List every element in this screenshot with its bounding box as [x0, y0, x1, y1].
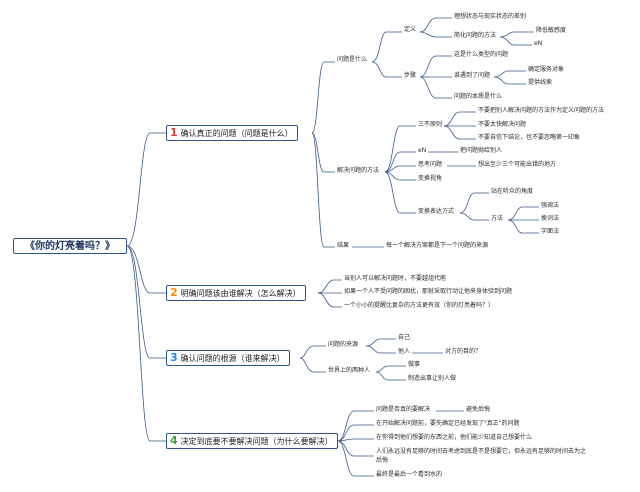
node-1-1-1-2-2[interactable]: eN: [534, 40, 543, 47]
node-2-3[interactable]: 一个小小的提醒比复杂的方法更有效（你的灯亮着吗？）: [344, 302, 495, 309]
node-3-1-2-1[interactable]: 对方的目的？: [445, 348, 482, 355]
node-1-2[interactable]: 解决问题的方法: [337, 167, 380, 174]
branch-3-number: 3: [170, 351, 178, 364]
branch-4-number: 4: [170, 434, 178, 447]
node-1-2-5-2-1[interactable]: 强调法: [541, 202, 560, 209]
node-1-1-2-3[interactable]: 问题的本质是什么: [454, 93, 503, 100]
branch-2-number: 2: [170, 286, 178, 299]
node-1-2-5-2[interactable]: 方法: [491, 215, 504, 222]
node-1-2-1-2[interactable]: 不要太快解决问题: [478, 121, 527, 128]
node-1-2-5[interactable]: 变换表达方式: [418, 208, 455, 215]
branch-1-label: 确认真正的问题（问题是什么）: [180, 129, 293, 138]
node-1-2-1[interactable]: 三不原则: [418, 121, 443, 128]
node-1-1[interactable]: 问题是什么: [337, 56, 368, 63]
node-1-3-1[interactable]: 每一个解决方案都是下一个问题的来源: [386, 242, 489, 249]
node-1-2-3[interactable]: 思考问题: [418, 161, 443, 168]
node-1-1-2-2-1[interactable]: 确定服务对象: [528, 66, 565, 73]
node-4-5[interactable]: 最终是最后一个看到水的: [376, 471, 443, 478]
node-1-2-4[interactable]: 变换视角: [418, 175, 443, 182]
node-1-1-1-2-1[interactable]: 降低敏感度: [536, 27, 567, 34]
node-1-2-2[interactable]: eN: [418, 147, 427, 154]
node-4-4-cont[interactable]: 后悔: [376, 457, 389, 464]
node-1-1-1-1[interactable]: 理想状态与现实状态的差别: [454, 13, 527, 20]
node-1-1-2[interactable]: 步骤: [404, 72, 417, 79]
node-1-1-1[interactable]: 定义: [404, 26, 417, 33]
node-3-1-2[interactable]: 他人: [398, 348, 411, 355]
node-1-1-2-1[interactable]: 这是什么类型的问题: [454, 51, 509, 58]
node-1-1-1-2[interactable]: 简化问题的方法: [454, 32, 497, 39]
node-1-2-5-1[interactable]: 站在听众的角度: [491, 188, 534, 195]
node-1-1-2-2-2[interactable]: 提供线索: [528, 79, 553, 86]
node-1-2-3-1[interactable]: 想出至少三个可能出错的地方: [478, 161, 557, 168]
node-3-1-1[interactable]: 自己: [398, 334, 411, 341]
node-3-1[interactable]: 问题的来源: [328, 341, 359, 348]
node-2-2[interactable]: 如果一个人不受问题的困扰，那就采取行动让他来身体验到问题: [344, 288, 513, 295]
node-3-2[interactable]: 世界上的两种人: [328, 367, 371, 374]
branch-1-number: 1: [170, 126, 178, 139]
node-1-2-5-2-3[interactable]: 字面法: [541, 228, 560, 235]
branch-3-label: 确认问题的根源（谁来解决）: [180, 354, 285, 363]
node-1-2-1-1[interactable]: 不要把别人解决问题的方法作为定义问题的方法: [478, 107, 605, 114]
node-1-3[interactable]: 结果: [337, 242, 350, 249]
node-4-1[interactable]: 问题是否真的要解决: [376, 406, 431, 413]
node-4-3[interactable]: 在你得到他们想要的东西之前，他们能少知道自己想要什么: [376, 434, 533, 441]
node-2-1[interactable]: 当别人可以解决问题时，不要越俎代庖: [344, 275, 447, 282]
node-3-2-2[interactable]: 制造出事让别人做: [408, 375, 457, 382]
node-1-2-5-2-2[interactable]: 换词法: [541, 215, 560, 222]
node-4-4[interactable]: 人们永远没有足够的时间去考虑到底是不是想要它，但永远有足够的时间去为之: [376, 448, 587, 455]
node-1-2-2-1[interactable]: 把问题抛给别人: [460, 147, 503, 154]
node-1-1-2-2[interactable]: 谁遇到了问题: [454, 72, 491, 79]
node-1-2-1-3[interactable]: 不要自信下结论，也不要忽略第一印象: [478, 134, 581, 141]
node-3-2-1[interactable]: 做事: [408, 361, 421, 368]
node-4-2[interactable]: 在开始解决问题前，要先确定已经发现了"真正"的问题: [376, 420, 520, 427]
branch-2-label: 明确问题该由谁解决（怎么解决）: [180, 289, 301, 298]
root-title[interactable]: 《你的灯亮着吗？》: [13, 238, 127, 254]
node-4-1-1[interactable]: 避免后悔: [466, 406, 491, 413]
branch-4-label: 决定到底要不要解决问题（为什么要解决）: [180, 437, 333, 446]
